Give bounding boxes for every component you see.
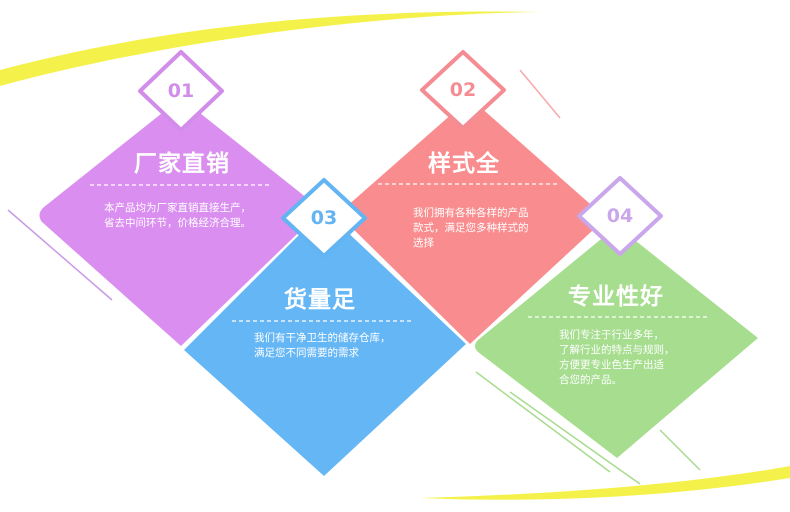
badge-number-02: 02 (449, 79, 477, 101)
card-title-04: 专业性好 (568, 284, 664, 310)
card-title-02: 样式全 (428, 151, 500, 177)
card-desc-04-line-4: 合您的产品。 (559, 374, 622, 386)
card-desc-01: 本产品均为厂家直销直接生产， 省去中间环节，价格经济合理。 (104, 201, 279, 231)
card-desc-01-line-2: 省去中间环节，价格经济合理。 (104, 217, 251, 229)
card-desc-04-line-2: 了解行业的特点与规则， (559, 344, 675, 356)
card-desc-03-line-2: 满足您不同需要的需求 (254, 347, 359, 359)
card-desc-02: 我们拥有各种各样的产品 款式，满足您多种样式的 选择 (413, 206, 563, 251)
green-deco-line-3 (659, 429, 701, 471)
card-desc-02-line-1: 我们拥有各种各样的产品 (413, 207, 529, 219)
card-desc-04: 我们专注于行业多年， 了解行业的特点与规则， 方便更专业色生产出适 合您的产品。 (559, 328, 709, 388)
card-diamond-01 (39, 98, 323, 346)
yellow-swoosh-bottom (420, 466, 790, 500)
card-title-01: 厂家直销 (134, 151, 230, 177)
badge-01 (138, 50, 224, 132)
card-desc-01-line-1: 本产品均为厂家直销直接生产， (104, 202, 251, 214)
badge-04 (577, 176, 663, 256)
yellow-swoosh-top (0, 11, 540, 86)
card-desc-03-line-1: 我们有干净卫生的储存仓库， (254, 332, 391, 344)
card-desc-02-line-3: 选择 (413, 237, 434, 249)
badge-02 (420, 50, 506, 130)
badge-number-03: 03 (310, 207, 338, 229)
card-diamond-03 (184, 210, 466, 476)
badge-number-01: 01 (167, 80, 195, 102)
card-desc-03: 我们有干净卫生的储存仓库， 满足您不同需要的需求 (254, 331, 424, 361)
purple-deco-line-left (7, 209, 113, 301)
card-diamond-02 (338, 98, 606, 344)
badge-number-04: 04 (606, 205, 634, 227)
red-deco-line-right (519, 69, 561, 119)
card-diamond-04 (475, 226, 758, 458)
card-desc-02-line-2: 款式，满足您多种样式的 (413, 222, 529, 234)
card-desc-04-line-1: 我们专注于行业多年， (559, 329, 664, 341)
badge-03 (281, 178, 367, 258)
green-deco-line-1 (475, 371, 611, 473)
card-desc-04-line-3: 方便更专业色生产出适 (559, 359, 664, 371)
card-title-03: 货量足 (284, 287, 356, 313)
green-deco-line-2 (509, 391, 641, 485)
